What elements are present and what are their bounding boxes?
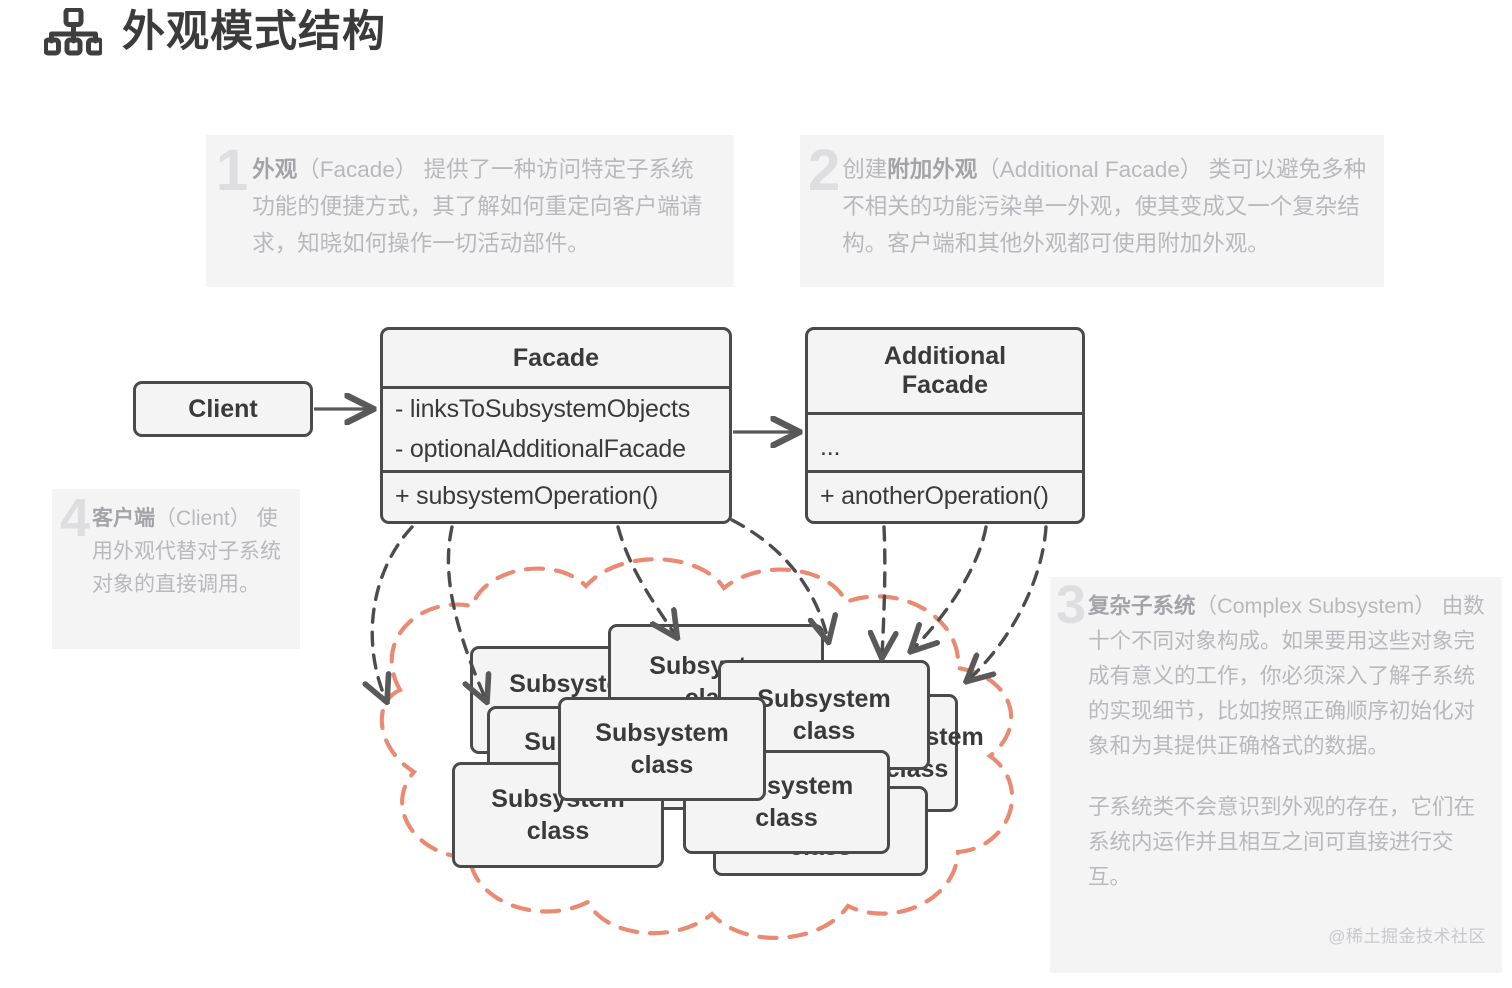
arrow-facade-sub-2 <box>446 525 486 700</box>
annotation-detail: （Facade） 提供了一种访问特定子系统功能的便捷方式，其了解如何重定向客户端… <box>252 157 703 256</box>
annotation-text: 复杂子系统（Complex Subsystem） 由数十个不同对象构成。如果要用… <box>1088 589 1486 895</box>
annotation-number: 4 <box>60 488 91 548</box>
facade-operations: + subsystemOperation() <box>383 470 729 520</box>
annotation-keyword: 外观 <box>252 157 298 182</box>
annotation-text: 创建附加外观（Additional Facade） 类可以避免多种不相关的功能污… <box>842 151 1370 262</box>
arrow-addfacade-sub-2 <box>912 525 988 650</box>
annotation-note-2: 2 创建附加外观（Additional Facade） 类可以避免多种不相关的功… <box>800 135 1384 287</box>
facade-attribute: - optionalAdditionalFacade <box>395 435 686 464</box>
annotation-note-3: 3 复杂子系统（Complex Subsystem） 由数十个不同对象构成。如果… <box>1050 577 1502 973</box>
watermark: @稀土掘金技术社区 <box>1328 927 1486 946</box>
additional-facade-title-line1: Additional <box>883 342 1007 370</box>
additional-facade-operation: + anotherOperation() <box>820 482 1049 510</box>
sitemap-icon <box>44 8 102 56</box>
class-box-additional-facade[interactable]: Additional Facade ... + anotherOperation… <box>805 327 1085 524</box>
arrow-facade-sub-3 <box>616 525 676 636</box>
facade-title: Facade <box>512 343 600 372</box>
arrow-facade-sub-1 <box>372 525 414 700</box>
subsystem-class-label-2: class <box>526 817 590 845</box>
class-box-facade[interactable]: Facade - linksToSubsystemObjects - optio… <box>380 327 732 524</box>
arrow-facade-sub-4 <box>730 518 828 640</box>
facade-attribute: - linksToSubsystemObjects <box>395 394 691 423</box>
annotation-note-1: 1 外观（Facade） 提供了一种访问特定子系统功能的便捷方式，其了解如何重定… <box>206 135 734 287</box>
page-header: 外观模式结构 <box>44 8 386 56</box>
annotation-note-4: 4 客户端（Client） 使用外观代替对子系统对象的直接调用。 <box>52 489 300 649</box>
additional-facade-title: Additional Facade <box>808 330 1082 412</box>
arrow-addfacade-sub-3 <box>968 525 1048 680</box>
arrow-addfacade-sub-1 <box>882 525 885 656</box>
annotation-prefix: 创建 <box>842 157 888 182</box>
annotation-detail: （Client） 使用外观代替对子系统对象的直接调用。 <box>92 507 282 596</box>
additional-facade-title-line2: Facade <box>901 371 989 399</box>
subsystem-class-label-2: class <box>755 804 818 832</box>
annotation-text: 客户端（Client） 使用外观代替对子系统对象的直接调用。 <box>92 502 290 601</box>
annotation-detail-2: 子系统类不会意识到外观的存在，它们在系统内运作并且相互之间可直接进行交互。 <box>1088 795 1476 889</box>
client-label: Client <box>188 394 258 423</box>
annotation-keyword: 附加外观 <box>887 157 978 182</box>
subsystem-class-label-2: class <box>792 717 856 745</box>
annotation-number: 3 <box>1056 575 1087 635</box>
additional-facade-operations: + anotherOperation() <box>808 470 1082 520</box>
subsystem-class-box[interactable]: Subsystem class <box>558 697 766 801</box>
subsystem-class-label: Subsystem <box>595 719 729 747</box>
facade-attributes: - linksToSubsystemObjects - optionalAddi… <box>383 386 729 470</box>
annotation-keyword: 复杂子系统 <box>1088 594 1196 618</box>
annotation-detail: （Additional Facade） 类可以避免多种不相关的功能污染单一外观，… <box>842 157 1367 256</box>
annotation-text: 外观（Facade） 提供了一种访问特定子系统功能的便捷方式，其了解如何重定向客… <box>252 151 716 262</box>
class-box-client[interactable]: Client <box>133 381 313 437</box>
annotation-detail: （Complex Subsystem） 由数十个不同对象构成。如果要用这些对象完… <box>1088 594 1485 758</box>
annotation-number: 2 <box>808 138 841 203</box>
subsystem-class-label-2: class <box>630 751 694 779</box>
facade-operation: + subsystemOperation() <box>395 482 659 510</box>
page-title: 外观模式结构 <box>122 7 386 56</box>
subsystem-class-label: Subsystem <box>757 685 891 713</box>
additional-facade-attributes: ... <box>808 412 1082 470</box>
additional-facade-attribute: ... <box>820 433 841 461</box>
annotation-number: 1 <box>216 138 249 203</box>
annotation-keyword: 客户端 <box>92 507 156 530</box>
